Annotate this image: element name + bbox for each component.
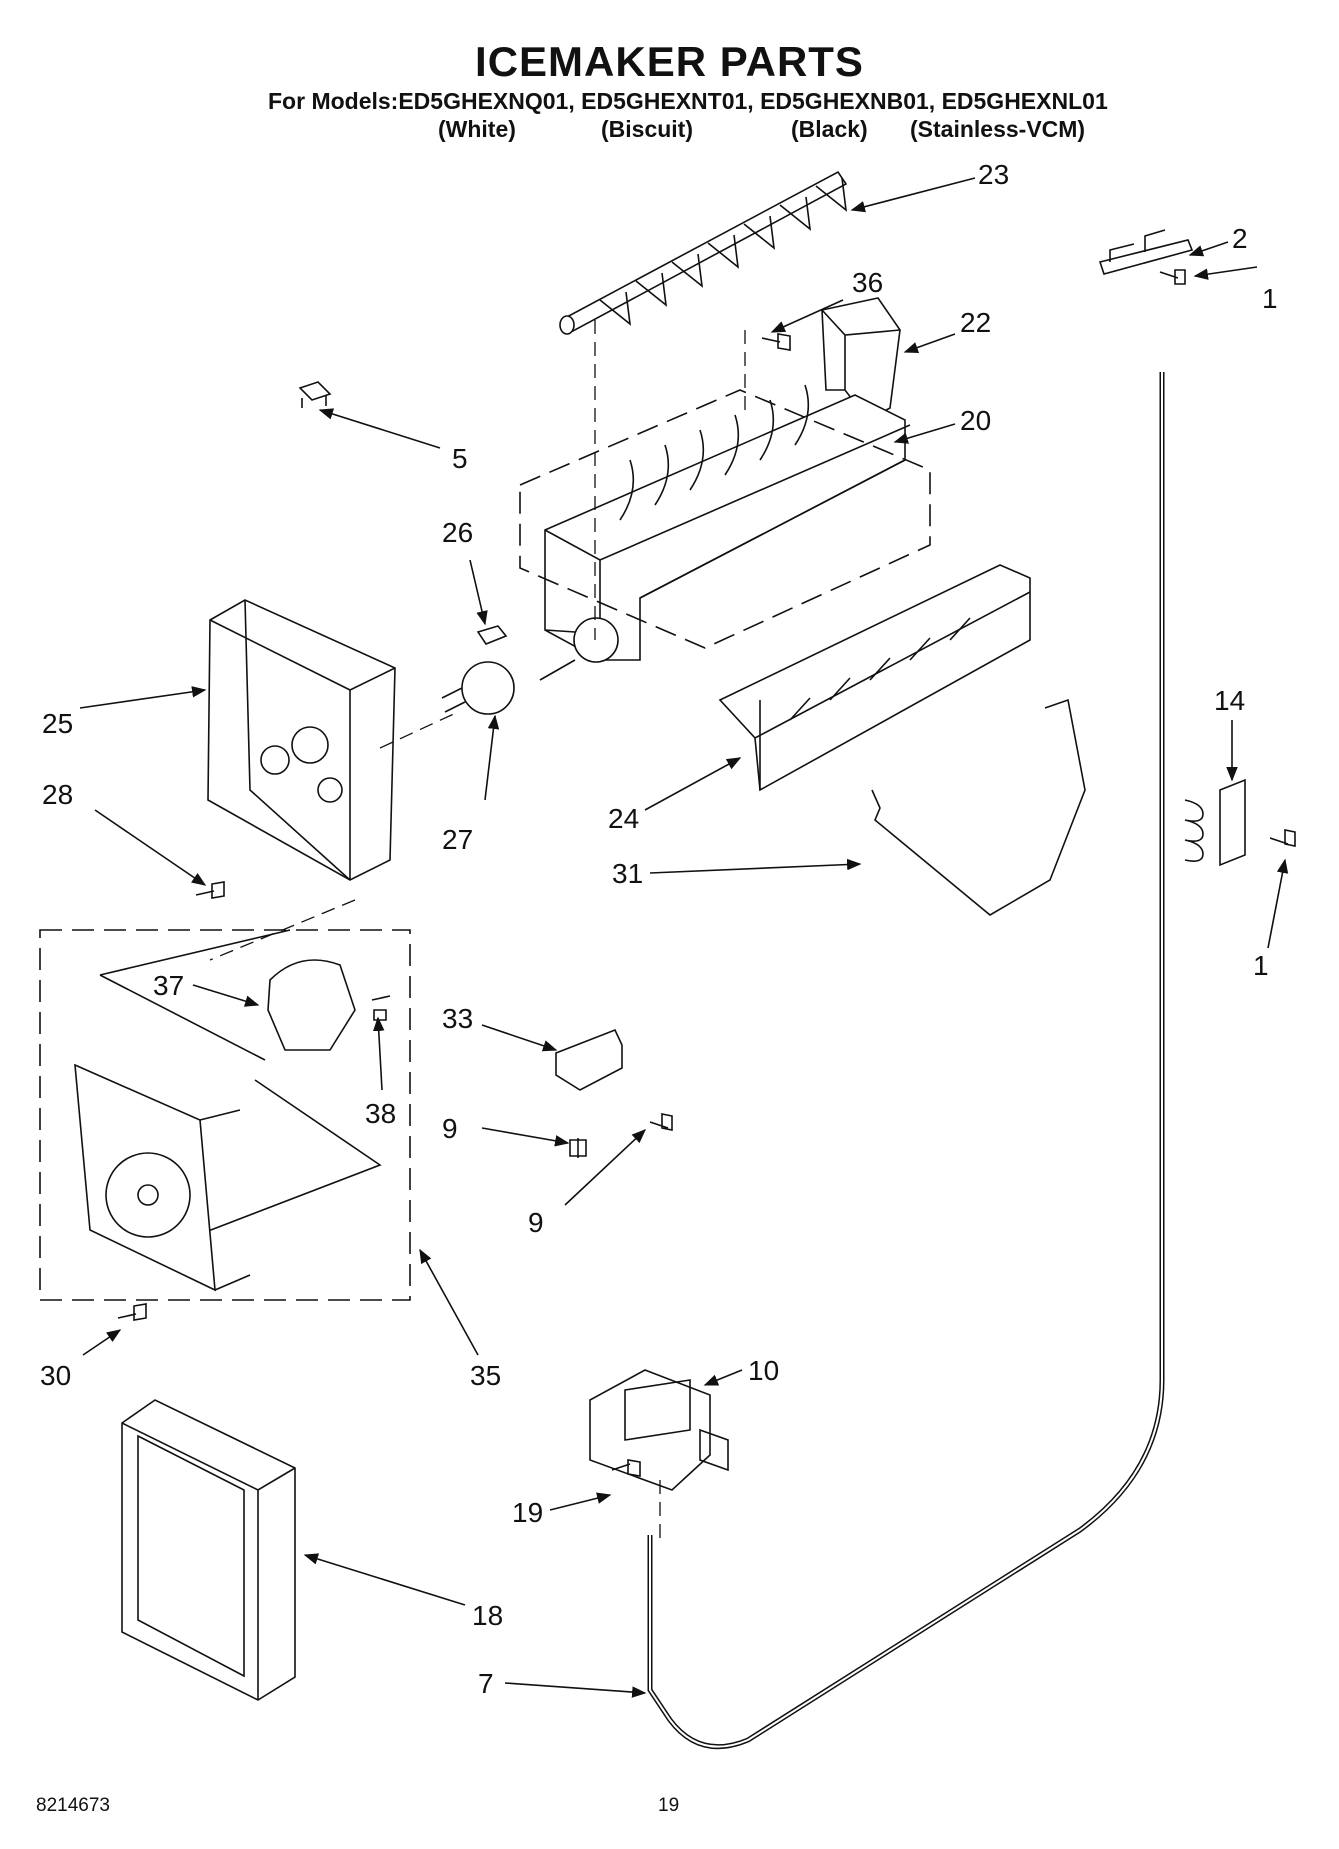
callout-18: 18 [472,1600,503,1631]
callout-labels: 23 2 1 36 22 5 20 26 25 27 28 24 14 31 1… [40,159,1278,1699]
callout-37: 37 [153,970,184,1001]
part-28-screw [195,881,225,899]
variant-biscuit: (Biscuit) [601,116,693,142]
part-33-bracket [555,1028,623,1091]
callout-35: 35 [470,1360,501,1391]
callout-5: 5 [452,443,468,474]
callout-38: 38 [365,1098,396,1129]
part-10-water-valve [589,1369,729,1491]
part-9-screw-a [569,1138,587,1158]
motor-cover-plane [99,929,382,1239]
callout-23: 23 [978,159,1009,190]
variant-black: (Black) [791,116,868,142]
callout-33: 33 [442,1003,473,1034]
part-14-tube-clamp [1184,778,1246,867]
callout-10: 10 [748,1355,779,1386]
part-drawings [39,170,1296,1750]
part-23-ejector-bar [559,170,848,335]
part-26-clip [476,625,508,645]
alignment-guides [209,320,746,1540]
part-7-water-tube [647,372,1165,1750]
callout-1-top: 1 [1262,283,1278,314]
part-2-bracket [1098,229,1194,275]
part-1-screw-lower [1269,829,1296,847]
callout-7: 7 [478,1668,494,1699]
callout-36: 36 [852,267,883,298]
leader-lines [79,177,1289,1698]
part-19-screw [611,1459,641,1477]
page-number: 19 [658,1795,680,1816]
mold-assembly-boundary [519,389,931,649]
motor-assembly-boundary [39,929,411,1301]
part-30-screw [117,1303,147,1321]
part-27-thermostat [441,661,515,715]
document-number: 8214673 [36,1795,110,1816]
callout-24: 24 [608,803,639,834]
callout-1-lower: 1 [1253,950,1269,981]
part-20-mold [539,384,911,681]
callout-26: 26 [442,517,473,548]
part-9-screw-b [649,1113,673,1131]
part-18-insulation-pad [121,1399,296,1701]
part-24-stripper [718,564,1031,792]
part-38-screw [371,995,391,1021]
variant-stainless: (Stainless-VCM) [910,116,1086,142]
callout-19: 19 [512,1497,543,1528]
callout-27: 27 [442,824,473,855]
callout-30: 30 [40,1360,71,1391]
page-title: ICEMAKER PARTS [475,38,864,85]
part-37-motor-cover [267,959,356,1051]
callout-25: 25 [42,708,73,739]
part-35-motor-plate [74,1063,251,1292]
callout-9-b: 9 [528,1207,544,1238]
callout-2: 2 [1232,223,1248,254]
part-25-housing [207,599,396,881]
callout-22: 22 [960,307,991,338]
part-36-screw [761,333,791,351]
part-1-screw-top [1159,269,1186,285]
callout-20: 20 [960,405,991,436]
callout-9-a: 9 [442,1113,458,1144]
part-31-shutoff-arm [871,698,1086,916]
callout-28: 28 [42,779,73,810]
models-line: For Models:ED5GHEXNQ01, ED5GHEXNT01, ED5… [268,88,1108,114]
callout-31: 31 [612,858,643,889]
callout-14: 14 [1214,685,1245,716]
variant-white: (White) [438,116,516,142]
part-5-clip [298,381,332,408]
